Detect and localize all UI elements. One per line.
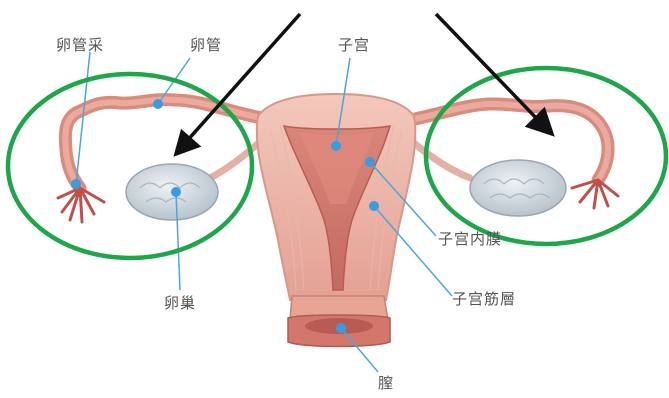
dot-endometrium <box>365 157 375 167</box>
dot-vagina <box>336 323 346 333</box>
label-fimbriae: 卵管采 <box>56 34 104 55</box>
label-ovary: 卵巢 <box>164 292 196 313</box>
dot-fimbriae <box>71 179 81 189</box>
right-fimbriae <box>572 180 618 208</box>
label-fallopian-tube: 卵管 <box>190 34 222 55</box>
arrow-left-head <box>176 132 198 154</box>
dot-myometrium <box>369 201 379 211</box>
dot-tube <box>153 99 163 109</box>
label-uterus: 子宫 <box>338 34 370 55</box>
label-vagina: 膣 <box>378 372 394 393</box>
left-fimbriae <box>58 188 104 222</box>
dot-ovary <box>171 187 181 197</box>
dot-uterus <box>331 141 341 151</box>
highlight-circle-right <box>426 68 666 244</box>
label-myometrium: 子宫筋層 <box>452 288 516 309</box>
right-ovary <box>470 160 566 216</box>
label-endometrium: 子宫内膜 <box>438 228 502 249</box>
